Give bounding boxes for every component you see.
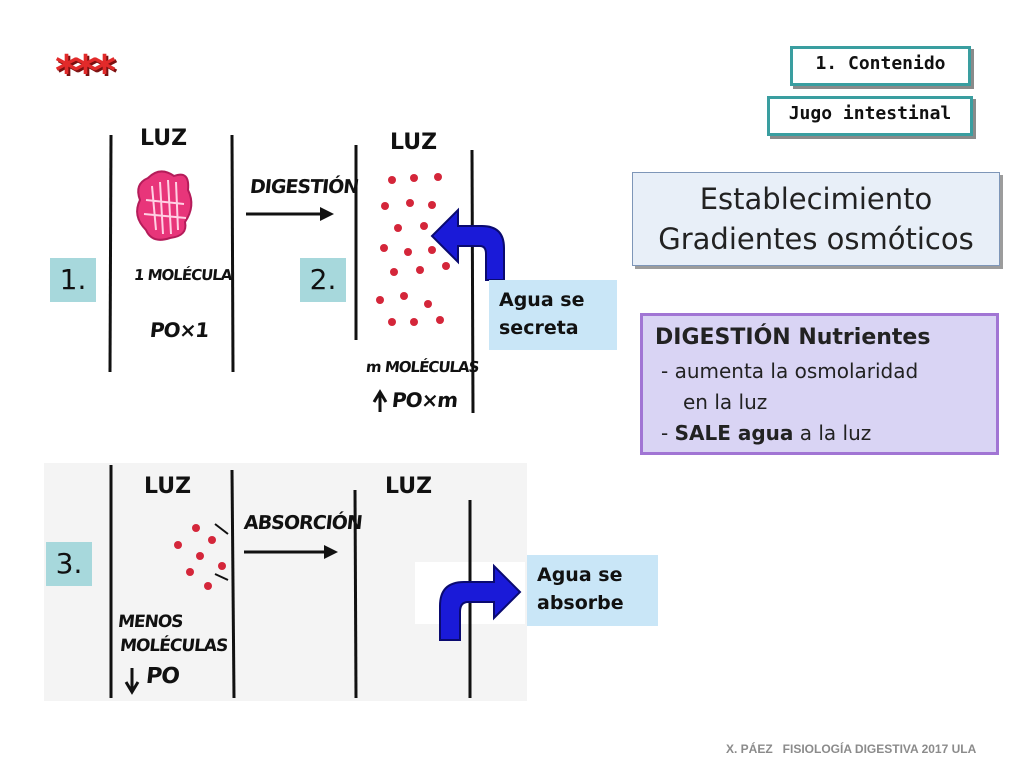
digestion-line3-suffix: a la luz	[793, 421, 872, 445]
step-two-label: 2.	[300, 258, 346, 302]
digestion-line3: - SALE agua a la luz	[655, 418, 996, 449]
panel2-molecules-label: m MOLÉCULAS	[365, 358, 480, 376]
water-secreted-line1: Agua se	[499, 289, 585, 311]
content-tag: 1. Contenido	[790, 46, 971, 86]
water-absorbed-line1: Agua se	[537, 564, 623, 586]
panel3-less-label: MENOS	[116, 612, 184, 632]
panel3-luz-right-label: LUZ	[385, 474, 433, 499]
title-box: Establecimiento Gradientes osmóticos	[632, 172, 1000, 266]
absorption-arrowhead	[324, 545, 338, 559]
remaining-particles	[174, 524, 226, 590]
digestion-line2: en la luz	[683, 390, 768, 414]
up-arrow-icon	[372, 389, 388, 412]
panel2-po-label: PO×m	[390, 388, 459, 412]
jugo-intestinal-tag: Jugo intestinal	[767, 96, 973, 136]
digestion-title: DIGESTIÓN Nutrientes	[655, 325, 931, 350]
undigested-molecule	[136, 170, 193, 241]
digested-particles	[376, 173, 450, 326]
digestion-arrowhead	[320, 207, 334, 221]
panel3-right-inner-wall	[353, 489, 358, 699]
absorption-water-arrow	[439, 563, 522, 641]
title-line2: Gradientes osmóticos	[658, 222, 974, 256]
panel1-luz-label: LUZ	[140, 126, 188, 151]
panel2-luz-label: LUZ	[390, 130, 438, 155]
panel3-luz-left-label: LUZ	[144, 474, 192, 499]
digestion-process-label: DIGESTIÓN	[248, 176, 360, 198]
water-absorbed-line2: absorbe	[537, 592, 624, 614]
digestion-line3-prefix: -	[661, 421, 675, 445]
down-arrow-icon	[124, 668, 140, 695]
panel2-right-wall	[470, 149, 475, 414]
absorption-small-arrows	[214, 523, 229, 581]
panel1-molecule-label: 1 MOLÉCULA	[133, 266, 233, 284]
importance-stars: ***	[55, 46, 116, 97]
panel1-left-wall	[108, 134, 113, 373]
water-secreted-line2: secreta	[499, 317, 579, 339]
water-secreted-box: Agua se secreta	[489, 280, 617, 350]
step-three-label: 3.	[46, 542, 92, 586]
title-line1: Establecimiento	[699, 182, 933, 216]
molecule-texture	[143, 179, 187, 235]
digestion-line1: - aumenta la osmolaridad	[661, 359, 919, 383]
panel1-right-wall	[230, 134, 235, 373]
panel3-middle-wall	[230, 469, 236, 699]
panel1-po-label: PO×1	[148, 318, 210, 342]
digestion-line3-bold: SALE agua	[674, 421, 794, 445]
footer-credit: X. PÁEZ FISIOLOGÍA DIGESTIVA 2017 ULA	[726, 742, 977, 756]
secretion-arrow	[430, 207, 505, 281]
step-one-label: 1.	[50, 258, 96, 302]
water-absorbed-box: Agua se absorbe	[527, 555, 658, 626]
panel3-molecules-label: MOLÉCULAS	[118, 636, 229, 656]
panel3-po-label: PO	[144, 664, 181, 689]
digestion-summary-box: DIGESTIÓN Nutrientes - aumenta la osmola…	[640, 313, 999, 455]
absorption-process-label: ABSORCIÓN	[242, 512, 363, 534]
